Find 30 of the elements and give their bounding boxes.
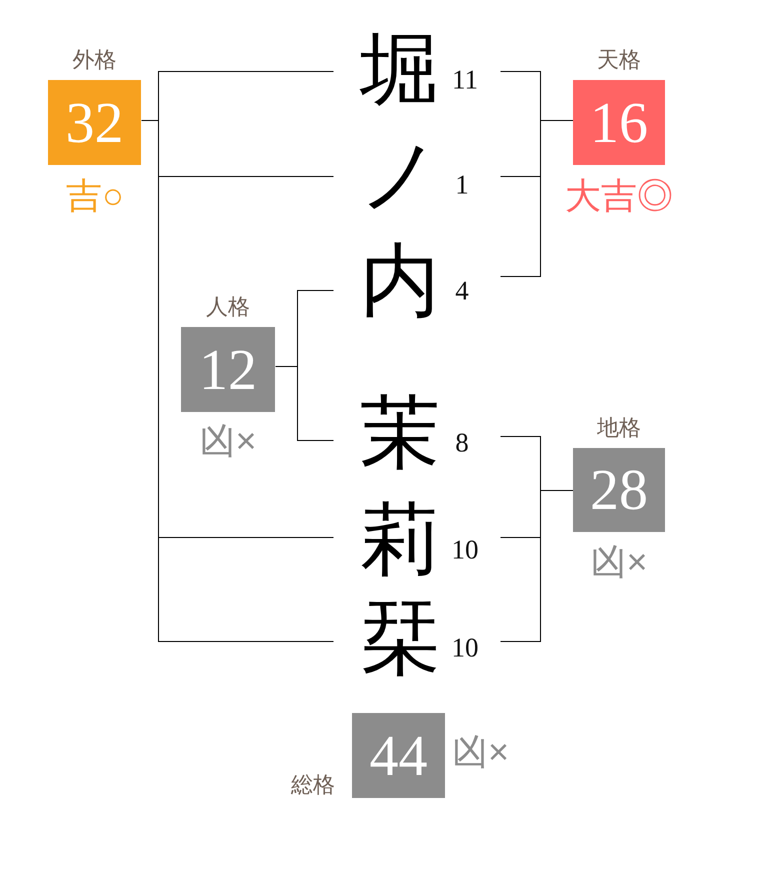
fortune-verdict: 吉○ — [66, 178, 124, 214]
fortune-verdict: 凶× — [590, 544, 648, 580]
score-tile: 44 — [352, 713, 445, 798]
stroke-count: 1 — [455, 172, 469, 198]
name-character: ノ — [359, 136, 441, 216]
stroke-count: 4 — [455, 278, 469, 304]
fortune-category-label: 地格 — [597, 416, 641, 440]
bracket-line — [500, 490, 574, 642]
fortune-verdict: 大吉◎ — [565, 178, 673, 214]
name-character: 堀 — [360, 31, 440, 111]
fortune-verdict: 凶× — [199, 423, 257, 459]
score-tile: 28 — [573, 448, 665, 532]
fortune-category-label: 人格 — [206, 295, 250, 319]
name-character: 栞 — [360, 599, 440, 679]
stroke-count: 11 — [452, 66, 478, 94]
name-character: 内 — [360, 242, 440, 322]
fortune-category-label: 天格 — [597, 48, 641, 72]
score-tile: 12 — [181, 327, 275, 412]
name-character: 莉 — [360, 501, 440, 581]
score-tile: 32 — [48, 80, 141, 165]
score-tile: 16 — [573, 80, 665, 165]
stroke-count: 8 — [455, 430, 469, 456]
bracket-line — [500, 120, 574, 277]
fortune-category-label: 外格 — [72, 48, 116, 72]
fortune-category-label: 総格 — [291, 773, 335, 797]
bracket-line — [275, 366, 334, 441]
stroke-count: 10 — [452, 536, 478, 564]
fortune-verdict: 凶× — [452, 734, 510, 770]
stroke-count: 10 — [452, 634, 478, 662]
name-character: 茉 — [360, 394, 440, 474]
